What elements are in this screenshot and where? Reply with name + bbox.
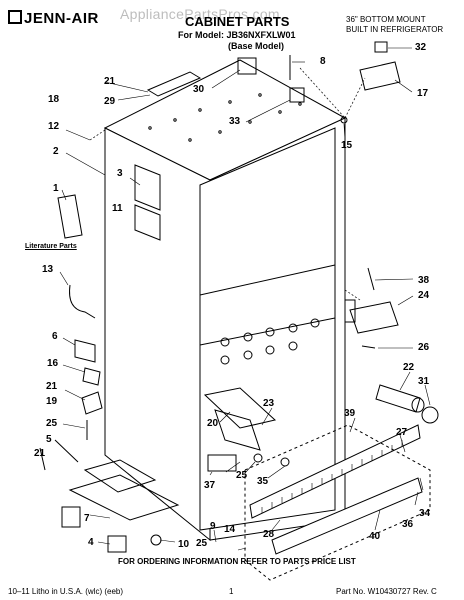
callout-20: 20 [207,418,219,429]
cabinet-divider [199,264,336,296]
toe-grille [271,477,423,555]
callout-8: 8 [320,56,326,67]
cabinet-side-panel [104,127,211,542]
callout-36: 36 [402,519,414,530]
callout-16: 16 [47,358,59,369]
callout-28: 28 [263,529,275,540]
callout-5: 5 [46,434,52,445]
callout-4: 4 [88,537,94,548]
callout-27: 27 [396,427,408,438]
callout-37: 37 [204,480,216,491]
cabinet-divider-lower [199,317,336,346]
brand-name: JENN-AIR [24,10,99,27]
watermark: AppliancePartsPros.com [120,6,280,22]
product-type-line1: 36" BOTTOM MOUNT [346,15,426,24]
callout-25-bottom: 25 [196,538,208,549]
callout-19: 19 [46,396,58,407]
callout-2: 2 [53,146,59,157]
model-number: For Model: JB36NXFXLW01 [178,30,296,40]
base-model-label: (Base Model) [228,41,285,51]
page-title: CABINET PARTS [185,14,290,29]
literature-booklet [57,194,83,239]
base-frame [68,474,180,521]
callout-15: 15 [341,140,353,151]
callout-1: 1 [53,183,59,194]
callout-38: 38 [418,275,430,286]
brand-logo: JENN-AIR [8,10,99,27]
callout-6: 6 [52,331,58,342]
callout-22: 22 [403,362,415,373]
callout-32: 32 [415,42,427,53]
ordering-note: FOR ORDERING INFORMATION REFER TO PARTS … [118,557,356,566]
litho-note: 10–11 Litho in U.S.A. (wlc) (eeb) [8,587,124,596]
callout-21-bottom: 21 [34,448,46,459]
callout-10: 10 [178,539,190,550]
callout-31: 31 [418,376,430,387]
callout-33: 33 [229,116,241,127]
page-number: 1 [229,587,234,596]
callout-29: 29 [104,96,116,107]
callout-13: 13 [42,264,54,275]
callout-7: 7 [84,513,90,524]
callout-3: 3 [117,168,123,179]
callout-25-mid: 25 [236,470,248,481]
callout-40: 40 [369,531,381,542]
callout-25-left: 25 [46,418,58,429]
callout-9: 9 [210,521,216,532]
callout-18: 18 [48,94,60,105]
callout-14: 14 [224,524,236,535]
callout-17: 17 [417,88,429,99]
callout-24: 24 [418,290,430,301]
callout-34: 34 [419,508,431,519]
brand-logo-icon [8,10,22,24]
part-number: Part No. W10430727 Rev. C [336,587,437,596]
callout-21-top: 21 [104,76,116,87]
callout-26: 26 [418,342,430,353]
callout-11: 11 [112,203,123,214]
callout-35: 35 [257,476,269,487]
callout-12: 12 [48,121,60,132]
callout-21-left: 21 [46,381,58,392]
callout-30: 30 [193,84,205,95]
callout-23: 23 [263,398,275,409]
product-type-line2: BUILT IN REFRIGERATOR [346,25,444,34]
callout-39: 39 [344,408,356,419]
grille [249,424,421,519]
literature-parts-label: Literature Parts [25,243,77,250]
